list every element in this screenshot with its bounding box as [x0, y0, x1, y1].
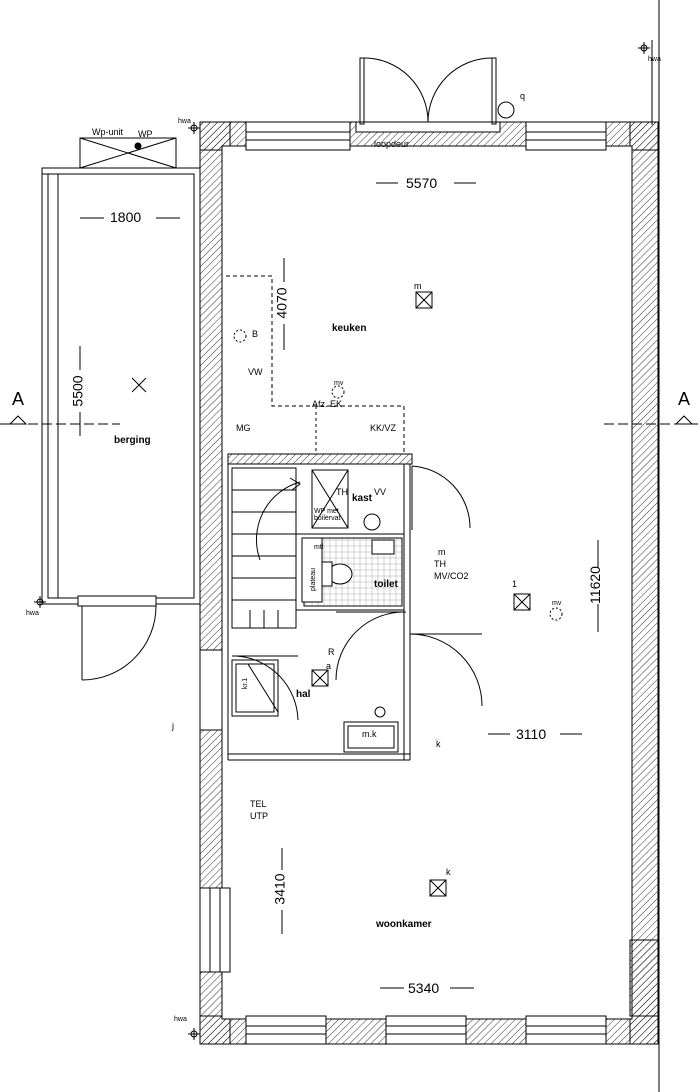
label-loopdeur: loopdeur	[374, 139, 410, 149]
top-windows	[245, 121, 607, 151]
room-label-keuken: keuken	[332, 323, 367, 334]
label-mtl: mtl	[314, 544, 324, 551]
fixture-markers	[131, 101, 563, 897]
dim-woonkamer-height: 3410	[271, 873, 288, 905]
room-label-woonkamer: woonkamer	[376, 919, 432, 930]
label-utp: UTP	[250, 811, 268, 821]
section-label-right: A	[678, 389, 691, 409]
hwa-markers	[34, 42, 650, 1040]
label-kk-vz: KK/VZ	[370, 423, 397, 433]
label-mv-kitchen: mv	[334, 380, 344, 387]
label-wp-unit: Wp-unit	[92, 127, 124, 137]
dim-top-width: 5570	[406, 175, 438, 191]
room-label-kast: kast	[352, 493, 373, 504]
dim-right-height: 11620	[586, 566, 603, 604]
berging-structure	[41, 137, 201, 681]
section-marks	[0, 415, 700, 425]
label-th-kast: TH	[336, 487, 348, 497]
label-plateau: plateau	[309, 568, 317, 591]
label-mg: MG	[236, 423, 251, 433]
label-hwa-berging: hwa	[26, 610, 39, 617]
room-label-hal: hal	[296, 689, 311, 700]
label-b: B	[252, 329, 259, 339]
room-label-toilet: toilet	[374, 579, 398, 590]
label-q: q	[520, 91, 526, 101]
label-k-woonkamer: k	[446, 867, 451, 877]
label-one: 1	[512, 579, 518, 589]
label-hwa-bottom: hwa	[174, 1016, 187, 1023]
label-hwa-top-left: hwa	[178, 118, 191, 125]
label-vv: VV	[374, 487, 387, 497]
label-mv-co2: MV/CO2	[434, 571, 469, 581]
dim-berging-height: 5500	[69, 375, 86, 407]
label-tel: TEL	[250, 799, 267, 809]
label-mk: m.k	[362, 729, 377, 739]
inner-walls	[226, 275, 483, 761]
dim-bottom-width: 5340	[408, 980, 440, 996]
label-j: j	[172, 721, 174, 731]
label-hwa-top-right: hwa	[648, 56, 661, 63]
dimension-lines	[79, 182, 599, 989]
room-label-berging: berging	[114, 435, 151, 446]
dim-keuken-height: 4070	[273, 287, 290, 319]
dim-mid-width: 3110	[516, 726, 547, 742]
section-label-left: A	[12, 389, 25, 409]
label-m: m	[438, 547, 446, 557]
label-wp: WP	[138, 129, 153, 139]
left-windows	[199, 649, 231, 973]
double-door	[359, 57, 497, 125]
label-afz-ek: Afz. EK	[312, 399, 343, 409]
dim-berging-width: 1800	[110, 209, 142, 225]
label-r: R	[328, 647, 335, 657]
label-m-kitchen: m	[414, 281, 422, 291]
label-kr: kr.1	[242, 677, 250, 690]
bottom-windows	[245, 1015, 607, 1045]
label-th-hal: TH	[434, 559, 446, 569]
label-k-hal: k	[436, 739, 441, 749]
label-vw: VW	[248, 367, 263, 377]
label-wp-boilervat: WP met boilervat	[314, 508, 341, 522]
label-mv-right: mv	[552, 600, 562, 607]
label-a: a	[326, 661, 332, 671]
